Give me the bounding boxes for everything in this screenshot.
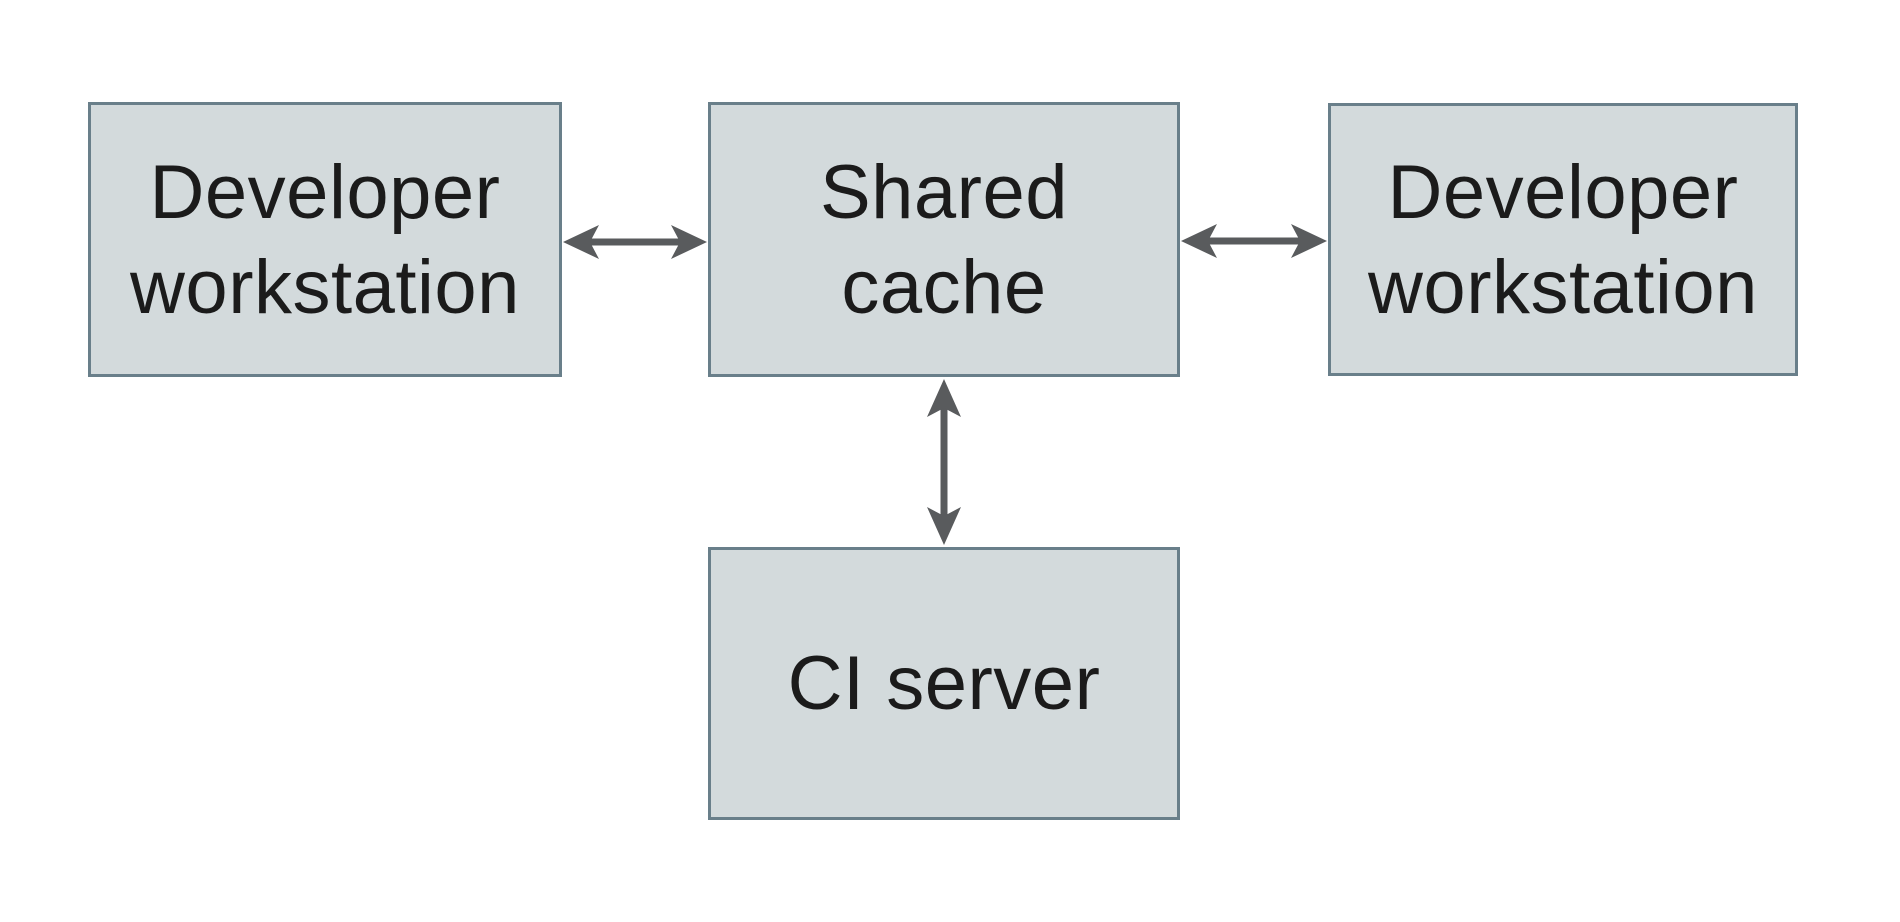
node-label-developer-workstation-right: Developer workstation xyxy=(1368,149,1758,330)
double-arrow-vertical-icon xyxy=(927,379,961,545)
node-shared-cache: Shared cache xyxy=(708,102,1180,377)
node-label-developer-workstation-left: Developer workstation xyxy=(130,149,520,330)
node-label-ci-server: CI server xyxy=(787,641,1101,726)
node-ci-server: CI server xyxy=(708,547,1180,820)
node-developer-workstation-right: Developer workstation xyxy=(1328,103,1798,376)
bidirectional-arrow-left-workstation-cache xyxy=(562,212,708,272)
double-arrow-horizontal-icon xyxy=(1181,224,1327,258)
double-arrow-horizontal-icon xyxy=(563,225,707,259)
bidirectional-arrow-cache-right-workstation xyxy=(1180,211,1328,271)
node-developer-workstation-left: Developer workstation xyxy=(88,102,562,377)
node-label-shared-cache: Shared cache xyxy=(819,149,1069,330)
bidirectional-arrow-cache-ci-server xyxy=(914,377,974,547)
